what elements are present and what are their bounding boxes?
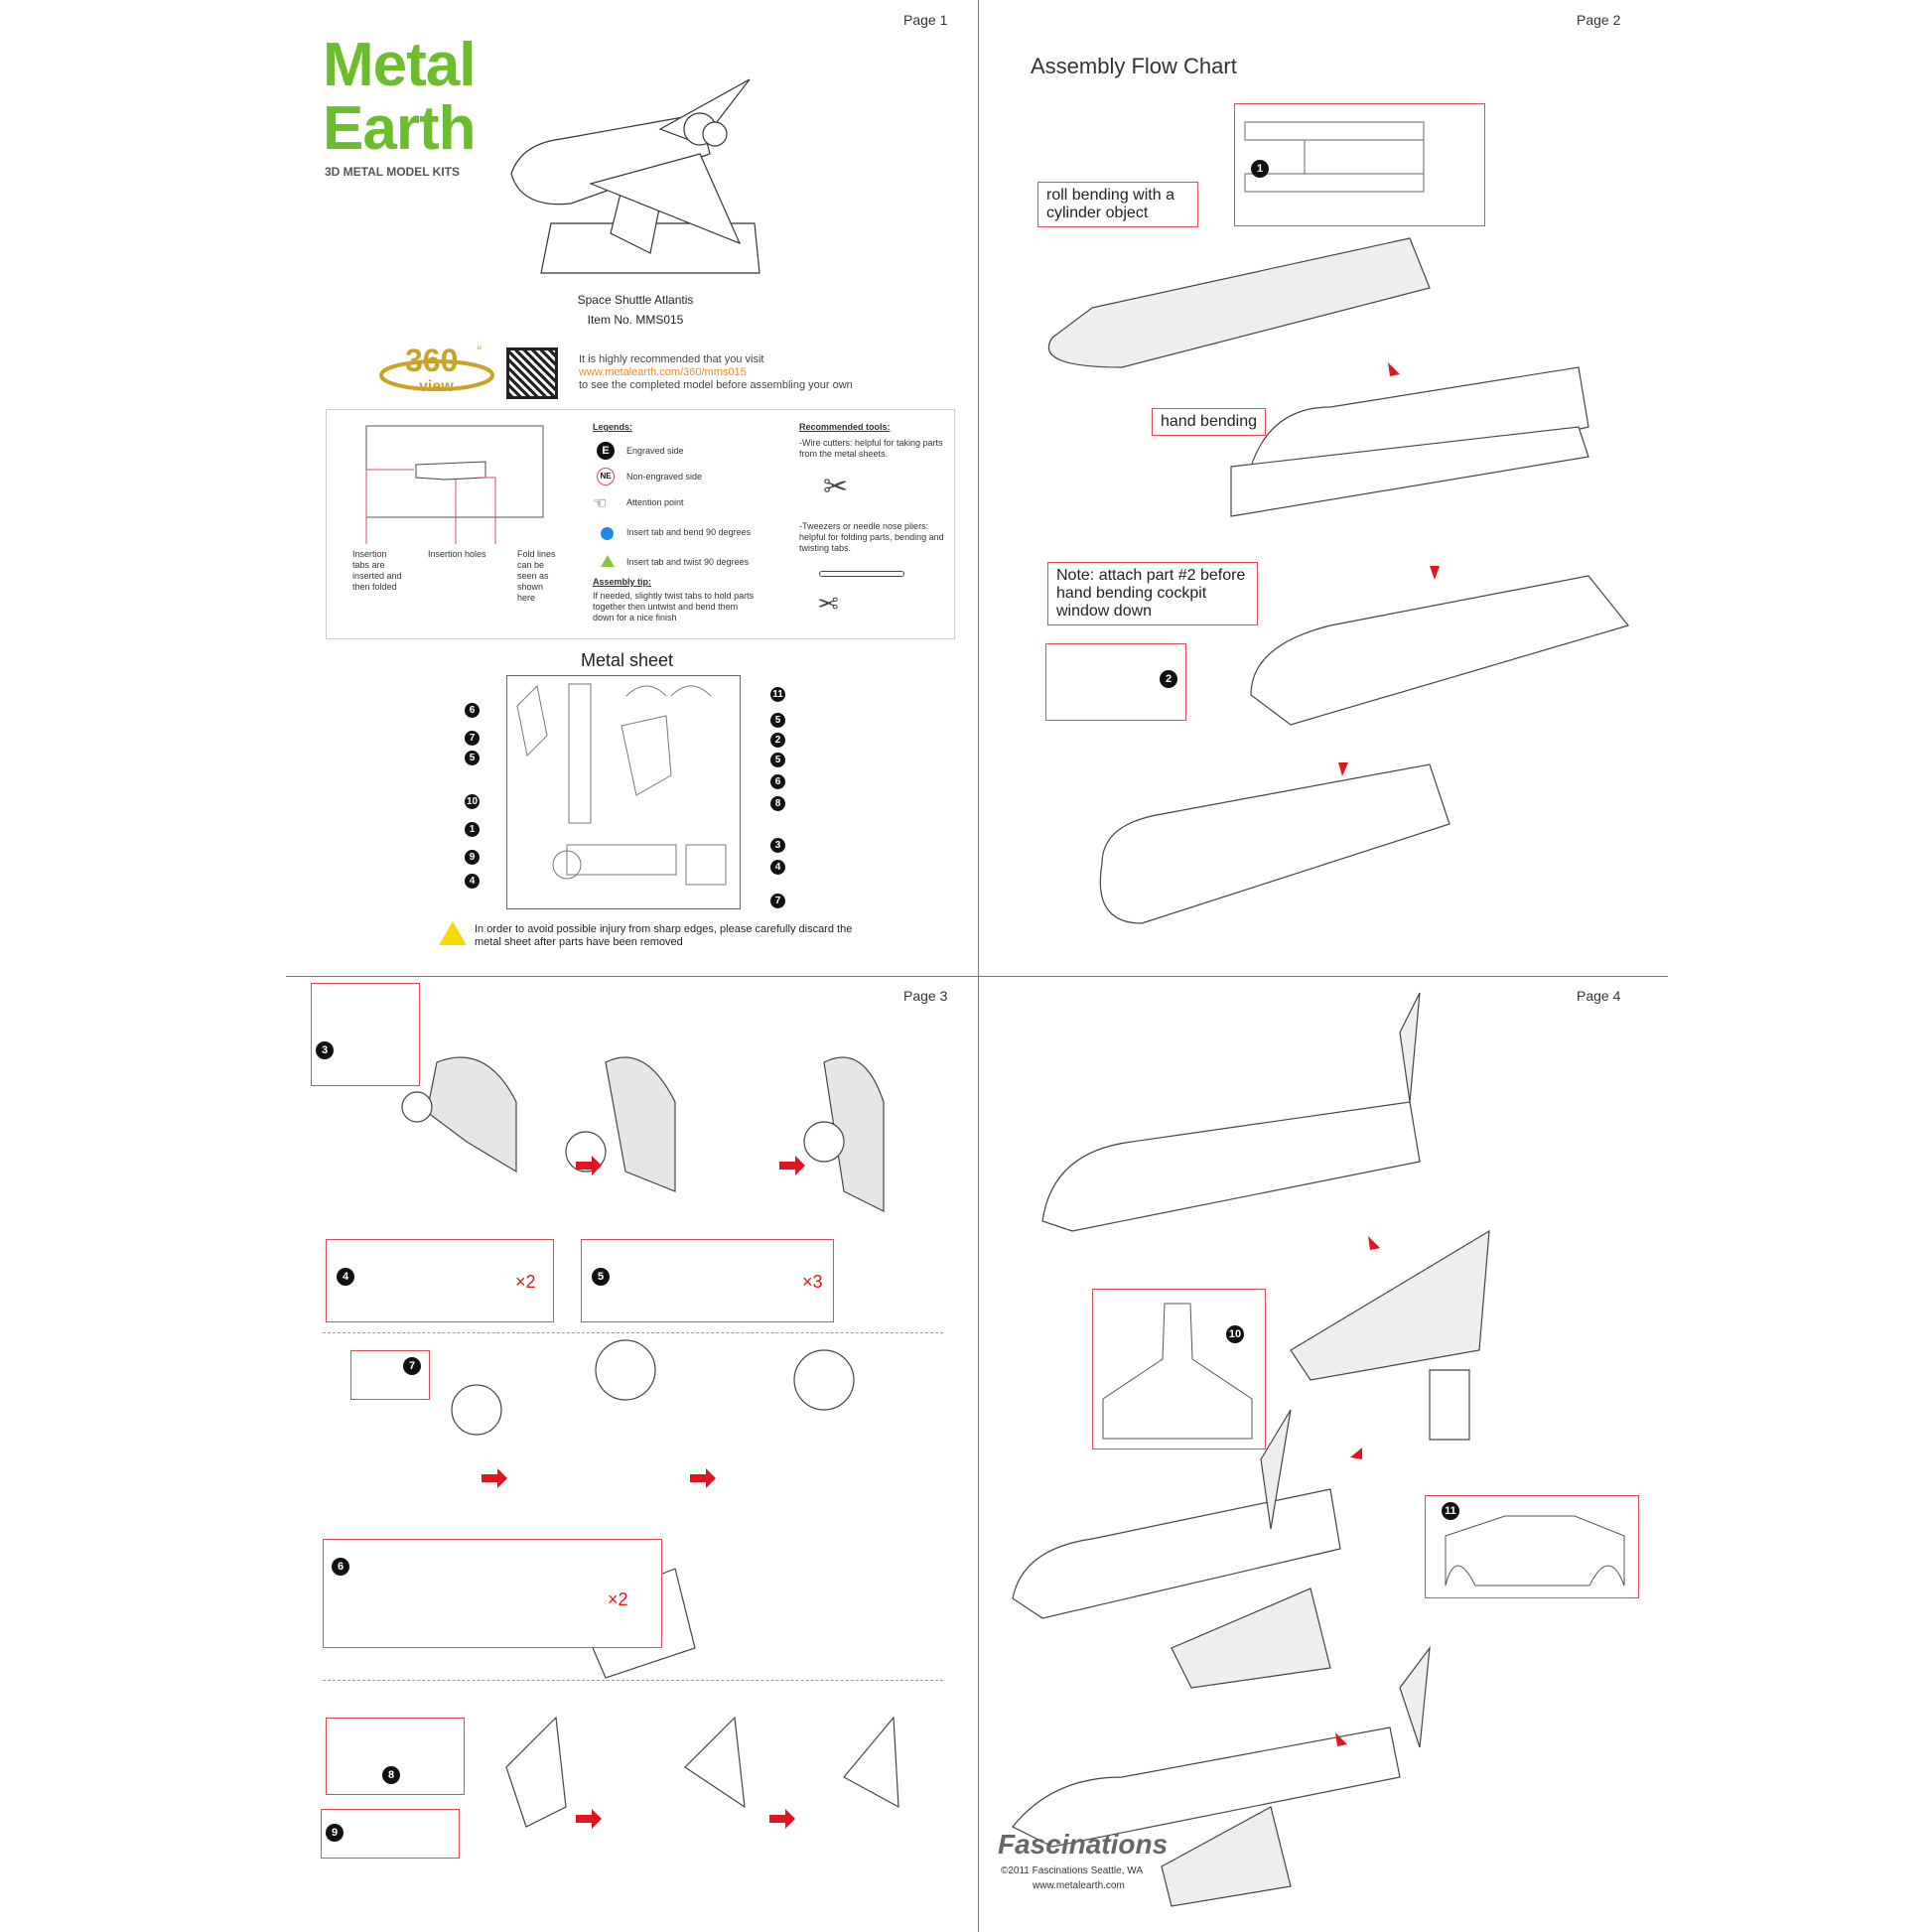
product-item-number: Item No. MMS015 (587, 313, 684, 327)
page2-title: Assembly Flow Chart (1031, 54, 1237, 78)
multiplier: ×3 (802, 1272, 823, 1292)
part-6-detail: 6 ×2 (323, 1539, 662, 1648)
metal-sheet-diagram (506, 675, 741, 909)
part-3-detail: 3 (311, 983, 420, 1086)
multiplier: ×2 (515, 1272, 536, 1292)
fascinations-logo: Fascinations (998, 1829, 1169, 1860)
page-label: Page 1 (903, 12, 948, 28)
non-engraved-side-icon: NE (597, 468, 615, 485)
label-insertion-tabs: Insertion tabs are inserted and then fol… (352, 549, 402, 592)
section-divider (323, 1680, 943, 1681)
section-divider (323, 1332, 943, 1333)
page-label: Page 3 (903, 988, 948, 1004)
part-1-detail: 1 (1234, 103, 1485, 226)
part-5-detail: 5 ×3 (581, 1239, 834, 1322)
part-7-detail: 7 (350, 1350, 430, 1400)
blue-dot-icon (601, 527, 614, 540)
page-divider-horizontal (286, 976, 1668, 977)
view360-link[interactable]: www.metalearth.com/360/mms015 (579, 366, 747, 378)
tool-wire-cutters: -Wire cutters: helpful for taking parts … (799, 438, 943, 459)
legends-title: Legends: (593, 422, 633, 432)
shuttle-model-illustration (510, 78, 760, 274)
engraved-side-icon: E (597, 442, 615, 460)
page-divider-vertical (978, 0, 979, 1932)
part-4-detail: 4 ×2 (326, 1239, 554, 1322)
copyright-text: ©2011 Fascinations Seattle, WA (1001, 1865, 1143, 1876)
360-view-badge: 360 ° view (377, 344, 496, 399)
warning-text: In order to avoid possible injury from s… (475, 923, 853, 948)
part-9-detail: 9 (321, 1809, 460, 1859)
view360-text: It is highly recommended that you visit … (579, 353, 853, 391)
part-11-detail: 11 (1425, 1495, 1639, 1598)
green-triangle-icon (601, 555, 615, 567)
tool-tweezers: -Tweezers or needle nose pliers: helpful… (799, 521, 944, 553)
hand-pointer-icon: ☜ (593, 495, 608, 512)
legend-label: Insert tab and bend 90 degrees (626, 527, 752, 537)
page-label: Page 4 (1577, 988, 1621, 1004)
legend-label: Attention point (626, 497, 684, 507)
page-label: Page 2 (1577, 12, 1621, 28)
part-8-detail: 8 (326, 1718, 465, 1795)
metal-sheet-title: Metal sheet (581, 650, 674, 670)
note-attach-part-2: Note: attach part #2 before hand bending… (1047, 562, 1258, 625)
legend-label: Non-engraved side (626, 472, 703, 482)
assembly-tip-title: Assembly tip: (593, 577, 652, 587)
part-10-detail: 10 (1092, 1289, 1266, 1449)
label-insertion-holes: Insertion holes (428, 549, 486, 559)
qr-code[interactable] (506, 347, 558, 399)
brand-tagline: 3D METAL MODEL KITS (325, 165, 461, 179)
label-fold-lines: Fold lines can be seen as shown here (517, 549, 556, 603)
legend-label: Engraved side (626, 446, 684, 456)
part-2-detail: 2 (1045, 643, 1186, 721)
fuselage-assembly-steps (1047, 237, 1630, 924)
wire-cutters-icon: ✂ (823, 471, 849, 503)
legend-box: Insertion tabs are inserted and then fol… (326, 409, 955, 639)
footer-website-link[interactable]: www.metalearth.com (1033, 1880, 1125, 1891)
warning-icon (439, 921, 467, 945)
tweezers-icon (819, 571, 904, 577)
note-hand-bending: hand bending (1152, 408, 1266, 436)
assembly-tip-text: If needed, slightly twist tabs to hold p… (593, 591, 755, 622)
pliers-icon: ✂ (817, 588, 839, 618)
note-roll-bending: roll bending with a cylinder object (1037, 182, 1198, 227)
legend-label: Insert tab and twist 90 degrees (626, 557, 750, 567)
multiplier: ×2 (608, 1589, 628, 1609)
final-assembly-steps (1012, 992, 1490, 1907)
product-name: Space Shuttle Atlantis (577, 293, 694, 307)
tools-title: Recommended tools: (799, 422, 891, 432)
